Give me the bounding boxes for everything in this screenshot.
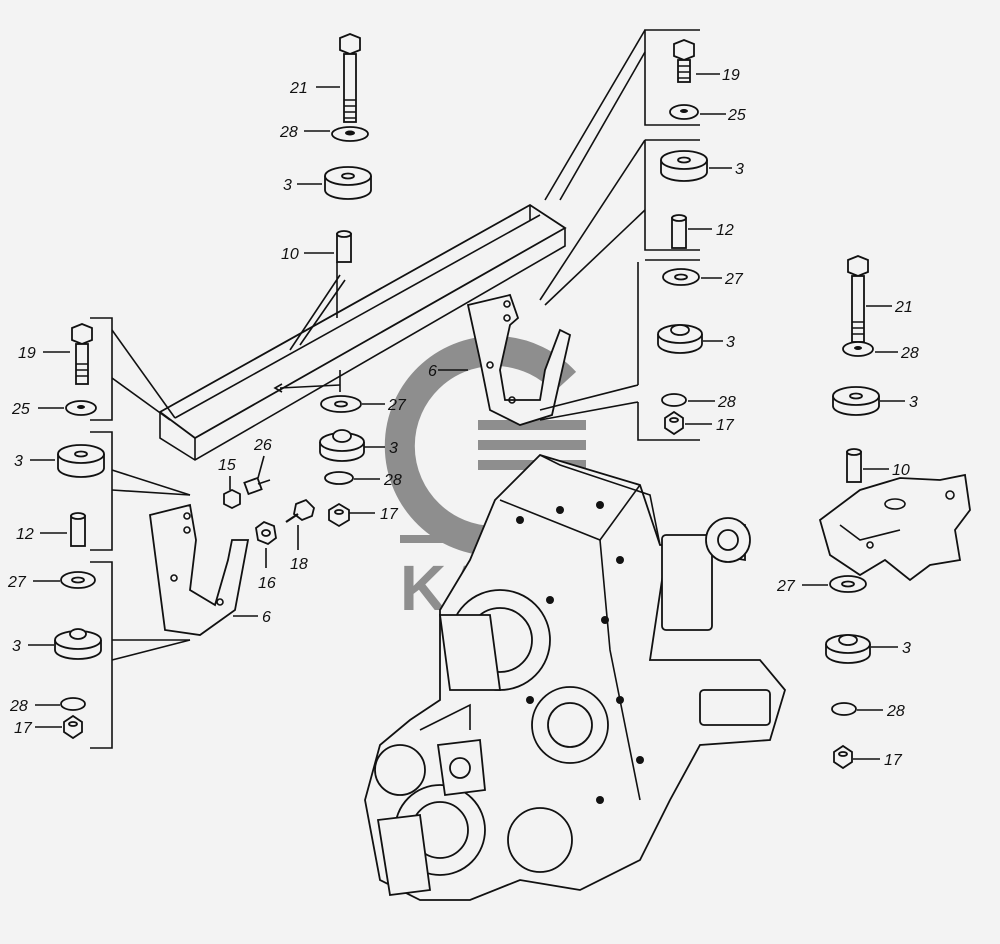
stack-right	[818, 255, 971, 770]
callout-18: 18	[290, 556, 308, 573]
callout-28-top: 28	[279, 124, 298, 141]
callout-25-left: 25	[11, 401, 30, 418]
frame-rail	[158, 203, 567, 461]
callout-19-left: 19	[18, 345, 36, 362]
callout-3-right-lower: 3	[902, 640, 911, 657]
transfer-case	[364, 453, 787, 901]
callout-12-right-top: 12	[716, 222, 734, 239]
stack-right-top	[657, 39, 708, 436]
callout-15: 15	[218, 457, 236, 474]
callout-28-right: 28	[900, 345, 919, 362]
leader-lines	[28, 29, 905, 760]
callout-21-right: 21	[894, 299, 913, 316]
callout-3-right-top: 3	[735, 161, 744, 178]
callout-3-right-upper: 3	[909, 394, 918, 411]
callout-3-left-upper: 3	[14, 453, 23, 470]
callout-27-right: 27	[776, 578, 796, 595]
callout-27-center: 27	[387, 397, 407, 414]
callout-27-left: 27	[7, 574, 27, 591]
callout-10-right: 10	[892, 462, 910, 479]
callout-labels: 21 28 3 10 19 25 3 12 27 3 28 17 6 6 27 …	[7, 67, 919, 769]
stack-left-upper	[57, 323, 105, 547]
callout-17-center: 17	[380, 506, 399, 523]
callout-12-left: 12	[16, 526, 34, 543]
stack-center-mid	[319, 395, 365, 528]
callout-25-right-top: 25	[727, 107, 746, 124]
stack-top-center	[324, 33, 372, 263]
callout-28-left: 28	[9, 698, 28, 715]
callout-3-top: 3	[283, 177, 292, 194]
callout-6-left: 6	[262, 609, 271, 626]
callout-27-right-top: 27	[724, 271, 744, 288]
callout-19-right-top: 19	[722, 67, 740, 84]
callout-10-top: 10	[281, 246, 299, 263]
callout-16: 16	[258, 575, 276, 592]
callout-28-right-lower: 28	[886, 703, 905, 720]
callout-26: 26	[253, 437, 272, 454]
callout-3-center: 3	[389, 440, 398, 457]
callout-3-left-lower: 3	[12, 638, 21, 655]
callout-17-left: 17	[14, 720, 33, 737]
callout-21-top: 21	[289, 80, 308, 97]
callout-17-right: 17	[884, 752, 903, 769]
stack-left-lower	[54, 571, 102, 740]
callout-6-center: 6	[428, 363, 437, 380]
callout-3-right-mid: 3	[726, 334, 735, 351]
callout-28-center: 28	[383, 472, 402, 489]
bracket-center	[466, 293, 572, 426]
small-fasteners	[223, 476, 315, 546]
callout-17-right-top: 17	[716, 417, 735, 434]
bracket-left	[149, 503, 250, 636]
callout-28-right-top: 28	[717, 394, 736, 411]
